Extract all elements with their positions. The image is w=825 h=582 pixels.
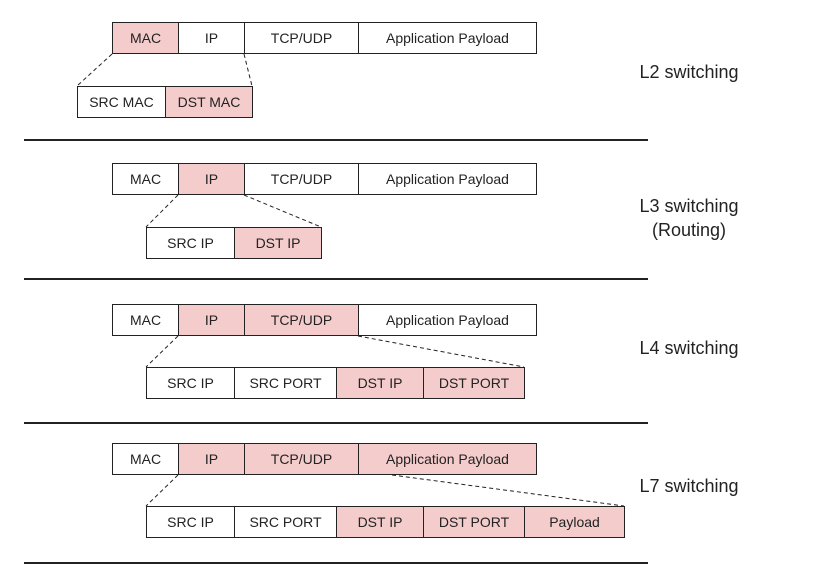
expanded-field-src-ip: SRC IP [146, 227, 235, 259]
packet-field-ip: IP [178, 304, 245, 336]
label-line: L3 switching [639, 196, 739, 216]
switching-layer-label: L2 switching [614, 60, 764, 84]
packet-field-ip: IP [178, 163, 245, 195]
expanded-field-dst-ip: DST IP [336, 367, 424, 399]
expanded-field-src-ip: SRC IP [146, 506, 235, 538]
packet-field-tcp-udp: TCP/UDP [244, 443, 359, 475]
expanded-field-dst-ip: DST IP [234, 227, 322, 259]
zoom-connector-left [145, 194, 179, 228]
zoom-connector-left [145, 335, 179, 368]
packet-field-mac: MAC [112, 304, 179, 336]
packet-field-tcp-udp: TCP/UDP [244, 304, 359, 336]
packet-field-ip: IP [178, 22, 245, 54]
expanded-field-src-ip: SRC IP [146, 367, 235, 399]
expanded-field-dst-port: DST PORT [423, 506, 525, 538]
packet-field-tcp-udp: TCP/UDP [244, 22, 359, 54]
packet-field-mac: MAC [112, 163, 179, 195]
label-line: (Routing) [651, 220, 727, 240]
zoom-connector-right [243, 194, 322, 228]
expanded-field-dst-mac: DST MAC [165, 86, 253, 118]
packet-field-application-payload: Application Payload [358, 304, 537, 336]
expanded-field-src-port: SRC PORT [234, 367, 337, 399]
packet-field-ip: IP [178, 443, 245, 475]
packet-field-mac: MAC [112, 22, 179, 54]
zoom-connector-right [243, 53, 253, 87]
switching-layer-label: L7 switching [614, 474, 764, 498]
packet-field-application-payload: Application Payload [358, 443, 537, 475]
zoom-connector-left [145, 474, 179, 507]
label-line: L4 switching [639, 338, 739, 358]
switching-layer-label: L4 switching [614, 336, 764, 360]
expanded-field-dst-port: DST PORT [423, 367, 525, 399]
expanded-field-dst-ip: DST IP [336, 506, 424, 538]
zoom-connector-right [391, 474, 625, 507]
packet-field-tcp-udp: TCP/UDP [244, 163, 359, 195]
switching-layer-label: L3 switching (Routing) [614, 194, 764, 242]
expanded-field-payload: Payload [524, 506, 625, 538]
label-line: L2 switching [639, 62, 739, 82]
expanded-field-src-mac: SRC MAC [77, 86, 166, 118]
packet-field-application-payload: Application Payload [358, 163, 537, 195]
zoom-connector-left [76, 53, 113, 87]
expanded-field-src-port: SRC PORT [234, 506, 337, 538]
packet-field-application-payload: Application Payload [358, 22, 537, 54]
label-line: L7 switching [639, 476, 739, 496]
packet-field-mac: MAC [112, 443, 179, 475]
zoom-connector-right [357, 335, 525, 368]
